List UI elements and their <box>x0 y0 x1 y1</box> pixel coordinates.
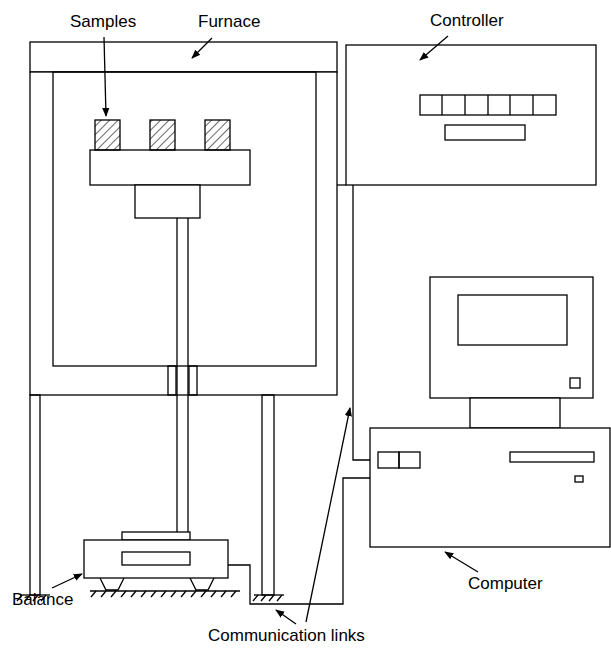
furnace-drawing <box>30 42 337 595</box>
furnace: Furnace <box>30 42 337 395</box>
part-label: Computer <box>468 574 543 594</box>
part-label: Controller <box>430 11 504 31</box>
balance: Balance <box>84 540 228 578</box>
communication-link <box>353 185 370 460</box>
computer: Computer <box>370 428 610 547</box>
samples-callout: Samples <box>70 12 136 32</box>
sample-holder <box>90 120 250 535</box>
balance-drawing <box>84 532 228 590</box>
computer-drawing <box>370 277 610 547</box>
leader-arrow <box>52 36 478 624</box>
controller: Controller <box>346 45 596 185</box>
controller-drawing <box>346 45 596 185</box>
communication-link <box>337 184 346 185</box>
part-label: Furnace <box>198 12 260 32</box>
part-label: Balance <box>12 590 73 610</box>
communication-links-callout: Communication links <box>208 626 365 646</box>
communication-link <box>228 478 370 604</box>
